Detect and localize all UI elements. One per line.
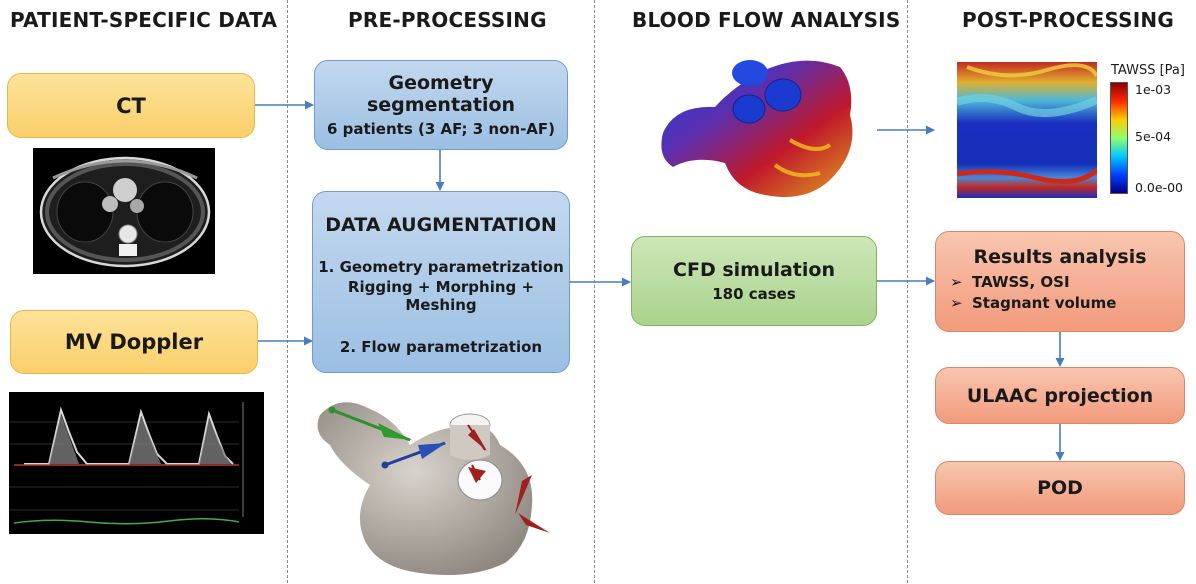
column-heading-blood-flow: BLOOD FLOW ANALYSIS xyxy=(632,8,901,32)
cfd-simulation-box: CFD simulation 180 cases xyxy=(631,236,877,326)
doppler-drawing xyxy=(9,402,244,525)
rigged-geometry-image xyxy=(300,385,590,580)
bullet-arrow-icon: ➢ xyxy=(950,294,963,312)
cfd-geometry-image xyxy=(655,45,860,205)
cfd-geometry-drawing xyxy=(661,60,853,198)
pod-title: POD xyxy=(1037,477,1083,499)
data-augmentation-box: DATA AUGMENTATION 1. Geometry parametriz… xyxy=(312,191,570,373)
ulaac-title: ULAAC projection xyxy=(966,384,1154,407)
augmentation-step-1-detail: Rigging + Morphing + Meshing xyxy=(347,278,535,314)
colorbar-title: TAWSS [Pa] xyxy=(1111,63,1185,78)
colorbar xyxy=(1110,82,1128,194)
augmentation-step-2: 2. Flow parametrization xyxy=(339,338,543,356)
column-divider xyxy=(287,0,288,583)
augmentation-step-1: 1. Geometry parametrization xyxy=(318,258,564,276)
ulaac-projection-box: ULAAC projection xyxy=(935,367,1185,424)
pod-box: POD xyxy=(935,461,1185,515)
column-heading-postprocessing: POST-PROCESSING xyxy=(962,8,1174,32)
colorbar-tick-max: 1e-03 xyxy=(1135,82,1172,97)
results-analysis-box: Results analysis ➢TAWSS, OSI ➢Stagnant v… xyxy=(935,231,1185,332)
cfd-subtitle: 180 cases xyxy=(712,285,796,303)
bullet-arrow-icon: ➢ xyxy=(950,273,963,291)
rigged-geometry-drawing xyxy=(317,402,550,576)
doppler-image xyxy=(9,392,264,534)
column-divider xyxy=(594,0,595,583)
column-heading-preprocessing: PRE-PROCESSING xyxy=(348,8,547,32)
tawss-map-drawing xyxy=(955,62,1099,198)
results-list-item: ➢Stagnant volume xyxy=(950,294,1117,312)
colorbar-tick-mid: 5e-04 xyxy=(1135,129,1172,144)
results-list: ➢TAWSS, OSI ➢Stagnant volume xyxy=(950,272,1116,314)
segmentation-title: Geometry segmentation xyxy=(366,72,516,116)
segmentation-subtitle: 6 patients (3 AF; 3 non-AF) xyxy=(326,120,556,138)
results-list-item: ➢TAWSS, OSI xyxy=(950,273,1070,291)
augmentation-title: DATA AUGMENTATION xyxy=(325,214,557,236)
mv-doppler-box: MV Doppler xyxy=(10,310,258,374)
cfd-title: CFD simulation xyxy=(673,259,835,281)
ct-box: CT xyxy=(7,73,255,138)
ct-scan-image xyxy=(33,148,215,274)
tawss-map-image xyxy=(955,62,1099,198)
column-heading-patient-data: PATIENT-SPECIFIC DATA xyxy=(10,8,278,32)
geometry-segmentation-box: Geometry segmentation 6 patients (3 AF; … xyxy=(314,60,568,150)
mv-doppler-label: MV Doppler xyxy=(64,330,204,354)
ct-label: CT xyxy=(116,93,146,118)
ct-scan-drawing xyxy=(39,156,211,268)
colorbar-tick-min: 0.0e-00 xyxy=(1135,180,1183,195)
results-title: Results analysis xyxy=(973,246,1147,268)
column-divider xyxy=(907,0,908,583)
